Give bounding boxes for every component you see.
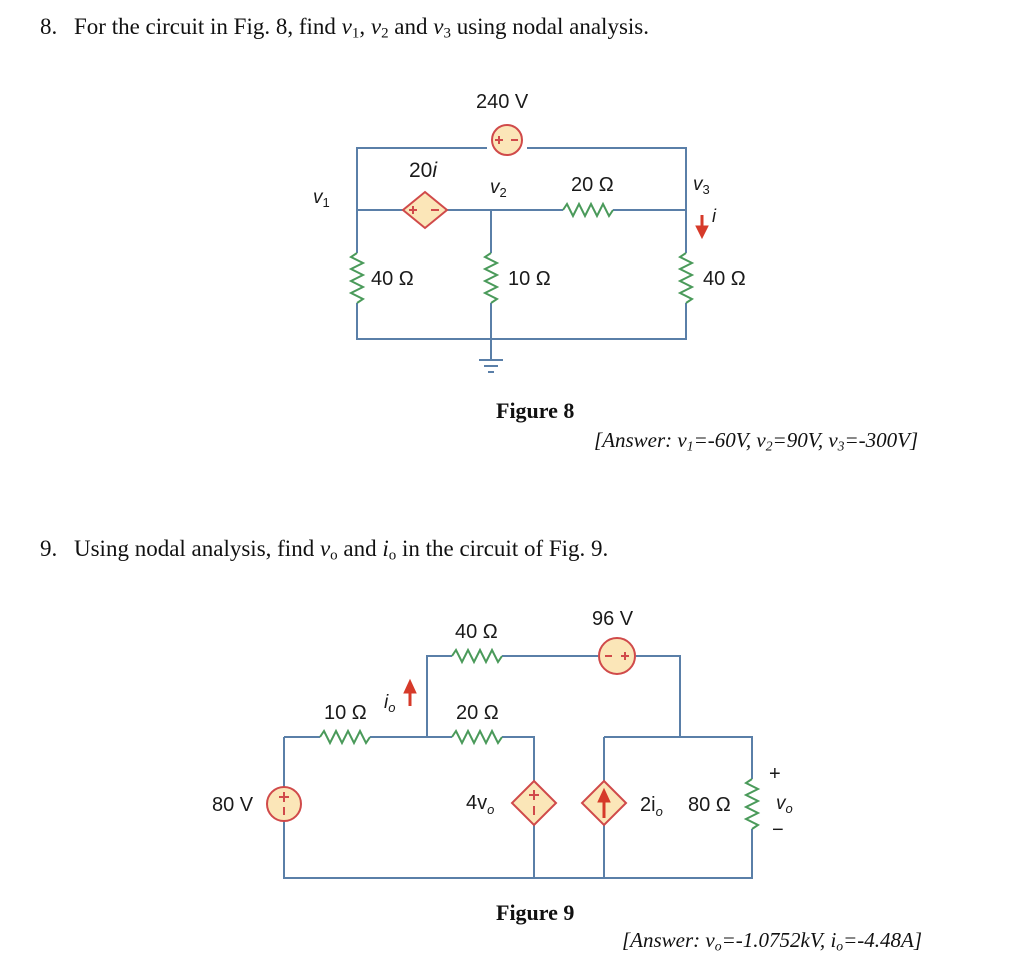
res-40-right-label: 40 Ω [703, 268, 746, 290]
figure-8-caption: Figure 8 [496, 398, 575, 423]
problem-number: 8. [40, 14, 58, 39]
res-10-label: 10 Ω [508, 268, 551, 290]
answer-value: =-60V, [693, 428, 757, 452]
resistor-icon [319, 728, 371, 746]
res-10-label: 10 Ω [324, 702, 367, 724]
resistor-icon [677, 252, 695, 304]
var-v1-sub: 1 [686, 438, 694, 454]
var-v3: v [828, 428, 838, 452]
var-vo-sub: o [330, 547, 338, 564]
answer-value: =-1.0752kV, [721, 928, 831, 952]
dependent-voltage-source-icon [401, 190, 449, 230]
node-v2-label: v2 [490, 177, 507, 200]
answer-text: [Answer: [622, 928, 706, 952]
resistor-icon [348, 252, 366, 304]
answer-value: =-4.48A] [843, 928, 923, 952]
var-v1-sub: 1 [351, 25, 360, 42]
text-sep: , [359, 14, 371, 39]
node-v3-label: v3 [693, 174, 710, 197]
problem-text: For the circuit in Fig. 8, find [74, 14, 342, 39]
var-v1: v [677, 428, 687, 452]
problem-text: Using nodal analysis, find [74, 536, 320, 561]
var-v1: v [341, 14, 352, 39]
var-v3-sub: 3 [837, 438, 845, 454]
res-40-left-label: 40 Ω [371, 268, 414, 290]
voltage-source-icon [598, 637, 636, 675]
current-i-label: i [712, 206, 717, 226]
dependent-current-source-icon [580, 779, 628, 827]
answer-9: [Answer: vo=-1.0752kV, io=-4.48A] [622, 928, 922, 954]
var-vo-sub: o [714, 938, 722, 954]
answer-8: [Answer: v1=-60V, v2=90V, v3=-300V] [594, 428, 918, 454]
var-vo: v [319, 536, 331, 561]
vo-plus-label: + [769, 763, 781, 785]
problem-8-statement: 8.For the circuit in Fig. 8, find v1, v2… [40, 14, 649, 43]
text-sep: and [337, 536, 383, 561]
figure-8-circuit: 240 V 20i v1 v2 v3 20 Ω 40 Ω 10 Ω 40 Ω i [313, 91, 746, 373]
problem-text: in the circuit of Fig. 9. [396, 536, 609, 561]
node-v1-label: v1 [313, 187, 330, 210]
var-v2: v [370, 14, 382, 39]
dep-voltage-label: 4vo [466, 792, 494, 817]
source-96-label: 96 V [592, 608, 634, 630]
resistor-icon [451, 647, 503, 665]
var-v3: v [433, 14, 444, 39]
var-v3-sub: 3 [443, 25, 451, 42]
source-240-label: 240 V [476, 91, 529, 113]
var-io-sub: o [836, 938, 844, 954]
wire [604, 736, 753, 779]
res-80-label: 80 Ω [688, 794, 731, 816]
dep-current-label: 2io [640, 794, 663, 819]
voltage-source-icon [491, 124, 523, 156]
ground-icon [479, 359, 503, 373]
resistor-icon [562, 201, 614, 219]
answer-value: =90V, [772, 428, 829, 452]
answer-value: =-300V] [844, 428, 919, 452]
var-v2-sub: 2 [765, 438, 773, 454]
wire [502, 736, 535, 781]
var-vo: v [705, 928, 715, 952]
res-20-label: 20 Ω [456, 702, 499, 724]
text-sep: and [388, 14, 434, 39]
problem-9-statement: 9.Using nodal analysis, find vo and io i… [40, 536, 608, 565]
var-io-sub: o [388, 547, 397, 564]
wire [426, 655, 452, 737]
figure-9-caption: Figure 9 [496, 900, 575, 925]
vo-label: vo [776, 793, 793, 816]
res-40-label: 40 Ω [455, 621, 498, 643]
wire [283, 821, 753, 879]
res-20-label: 20 Ω [571, 174, 614, 196]
current-arrow-icon [403, 678, 417, 706]
dep-source-label: 20i [409, 159, 438, 182]
var-v2: v [756, 428, 766, 452]
var-io: i [830, 928, 837, 952]
wire [636, 655, 681, 737]
resistor-icon [451, 728, 503, 746]
voltage-source-icon [266, 786, 302, 822]
wire [356, 147, 487, 210]
wire [356, 303, 687, 340]
resistor-icon [482, 252, 500, 304]
vo-minus-label: − [772, 819, 784, 841]
figure-9-circuit: 96 V 40 Ω 20 Ω 10 Ω io 80 V 4vo 2io 80 Ω… [212, 608, 793, 879]
wire [527, 147, 687, 210]
problem-text: using nodal analysis. [450, 14, 649, 39]
dependent-voltage-source-icon [510, 779, 558, 827]
resistor-icon [743, 778, 761, 830]
answer-text: [Answer: [594, 428, 678, 452]
problem-number: 9. [40, 536, 58, 561]
current-io-label: io [384, 692, 395, 715]
var-io: i [382, 536, 389, 561]
current-arrow-icon [695, 215, 709, 240]
var-v2-sub: 2 [381, 25, 389, 42]
source-80-label: 80 V [212, 794, 254, 816]
